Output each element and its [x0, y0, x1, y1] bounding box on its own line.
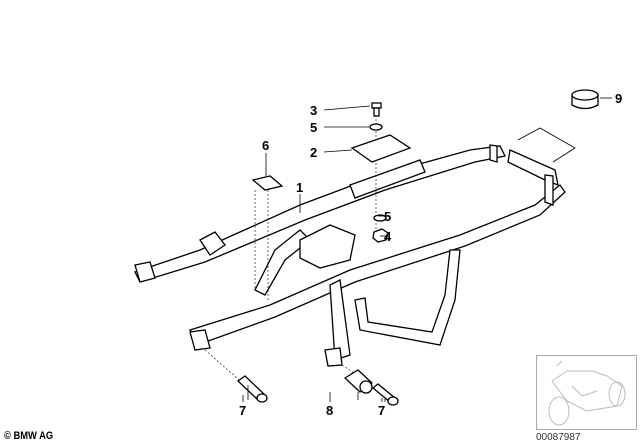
- bolt-part-7-right[interactable]: [371, 383, 399, 406]
- callout-9: 9: [615, 91, 622, 106]
- nut-part-4[interactable]: [372, 228, 389, 243]
- washer-part-5[interactable]: [369, 123, 383, 131]
- callout-3: 3: [310, 103, 317, 118]
- bolt-part-3[interactable]: [371, 102, 382, 117]
- rear-frame-part-1[interactable]: [134, 144, 566, 367]
- pad-part-6[interactable]: [251, 175, 284, 191]
- callout-1: 1: [296, 180, 303, 195]
- bolt-part-7-left[interactable]: [236, 375, 268, 403]
- copyright-text: © BMW AG: [4, 430, 54, 442]
- plate-part-2[interactable]: [350, 134, 412, 163]
- motorcycle-thumbnail: [536, 355, 637, 430]
- rubber-buffer-part-9[interactable]: [571, 89, 599, 110]
- leader-lines: [242, 97, 612, 402]
- callout-7-right: 7: [378, 403, 385, 418]
- washer-part-5-lower[interactable]: [373, 214, 387, 222]
- callout-5-upper: 5: [310, 120, 317, 135]
- sleeve-part-8[interactable]: [343, 369, 374, 394]
- callout-7-left: 7: [239, 403, 246, 418]
- callout-6: 6: [262, 138, 269, 153]
- callout-2: 2: [310, 145, 317, 160]
- callout-5-lower: 5: [384, 209, 391, 224]
- diagram-id: 00087987: [536, 432, 581, 443]
- callout-8: 8: [326, 403, 333, 418]
- callout-4: 4: [384, 229, 392, 244]
- motorcycle-icon: [548, 360, 626, 426]
